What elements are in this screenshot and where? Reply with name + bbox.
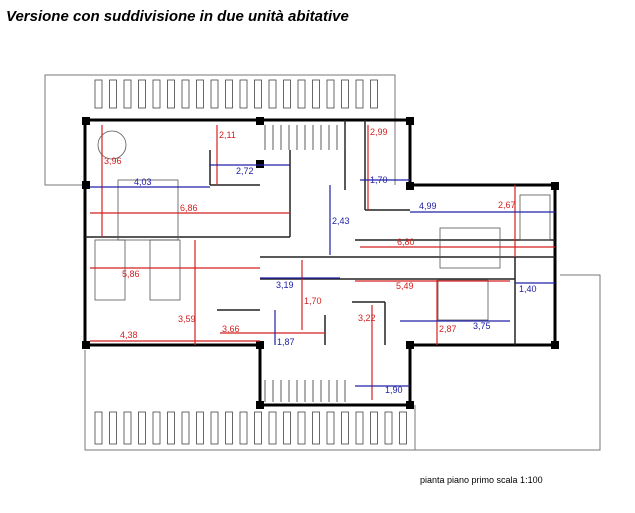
railing-slat [94, 79, 103, 109]
railing-slat [312, 411, 320, 445]
interior-walls [85, 120, 555, 345]
railing-slat [167, 79, 175, 109]
structural-columns [82, 117, 559, 409]
exterior-walls [83, 118, 557, 407]
dim-label: 2,87 [439, 324, 457, 334]
railing-slat [239, 411, 248, 445]
terrace-outline [44, 74, 601, 451]
railing-slat [326, 411, 335, 445]
dim-label: 6,80 [397, 237, 415, 247]
page-title: Versione con suddivisione in due unità a… [6, 8, 349, 25]
railing-slat [225, 411, 233, 445]
railing-slat [268, 79, 277, 109]
railing-slat [196, 411, 204, 445]
dim-label: 3,59 [178, 314, 196, 324]
railing-slat [181, 79, 190, 109]
dim-label: 3,22 [358, 313, 376, 323]
railing-slat [109, 79, 117, 109]
railing-slat [341, 411, 349, 445]
blue-dimension-lines [90, 164, 555, 387]
railing-slat [254, 411, 262, 445]
railing-slat [341, 79, 349, 109]
dim-label: 3,96 [104, 156, 122, 166]
dim-label: 5,49 [396, 281, 414, 291]
dim-label: 2,43 [332, 216, 350, 226]
railing-slat [254, 79, 262, 109]
dim-label: 5,86 [122, 269, 140, 279]
dim-label: 3,19 [276, 280, 294, 290]
railing-slat [326, 79, 335, 109]
dim-label: 2,99 [370, 127, 388, 137]
dim-label: 1,87 [277, 337, 295, 347]
railing-slat [138, 411, 146, 445]
railing-slat [370, 79, 378, 109]
dim-label: 2,72 [236, 166, 254, 176]
railing-slat [283, 411, 291, 445]
railing-slat [268, 411, 277, 445]
railing-slat [297, 411, 306, 445]
railing-slat [181, 411, 190, 445]
dim-label: 1,40 [519, 284, 537, 294]
dim-label: 1,70 [370, 175, 388, 185]
railing-slat [370, 411, 378, 445]
dim-label: 4,99 [419, 201, 437, 211]
railing-bottom [94, 411, 407, 445]
railing-slat [239, 79, 248, 109]
dim-label: 4,38 [120, 330, 138, 340]
dim-label: 2,11 [219, 130, 236, 140]
railing-slat [399, 411, 407, 445]
railing-slat [123, 411, 132, 445]
railing-slat [384, 411, 393, 445]
red-dimension-lines [90, 125, 555, 400]
railing-slat [94, 411, 103, 445]
scale-caption: pianta piano primo scala 1:100 [420, 475, 543, 485]
dim-label: 4,03 [134, 177, 152, 187]
staircases [264, 125, 346, 402]
railing-slat [283, 79, 291, 109]
dim-label: 3,75 [473, 321, 491, 331]
railing-slat [152, 79, 161, 109]
railing-slat [109, 411, 117, 445]
railing-slat [167, 411, 175, 445]
furniture [94, 130, 551, 321]
dim-label: 1,90 [385, 385, 403, 395]
dim-label: 2,67 [498, 200, 516, 210]
dim-label: 6,86 [180, 203, 198, 213]
railing-slat [355, 411, 364, 445]
railing-slat [312, 79, 320, 109]
railing-slat [138, 79, 146, 109]
railing-slat [196, 79, 204, 109]
railing-slat [210, 411, 219, 445]
red-dimension-labels: 3,96 2,11 6,86 5,86 3,59 4,38 3,66 1,70 … [104, 127, 516, 340]
railing-slat [355, 79, 364, 109]
railing-slat [297, 79, 306, 109]
blue-dimension-labels: 4,03 2,72 2,43 3,19 1,87 1,70 4,99 1,40 … [134, 166, 537, 395]
railing-slat [210, 79, 219, 109]
railing-slat [225, 79, 233, 109]
railing-slat [123, 79, 132, 109]
railing-slat [152, 411, 161, 445]
dim-label: 3,66 [222, 324, 240, 334]
dim-label: 1,70 [304, 296, 322, 306]
railing-top [94, 79, 378, 109]
